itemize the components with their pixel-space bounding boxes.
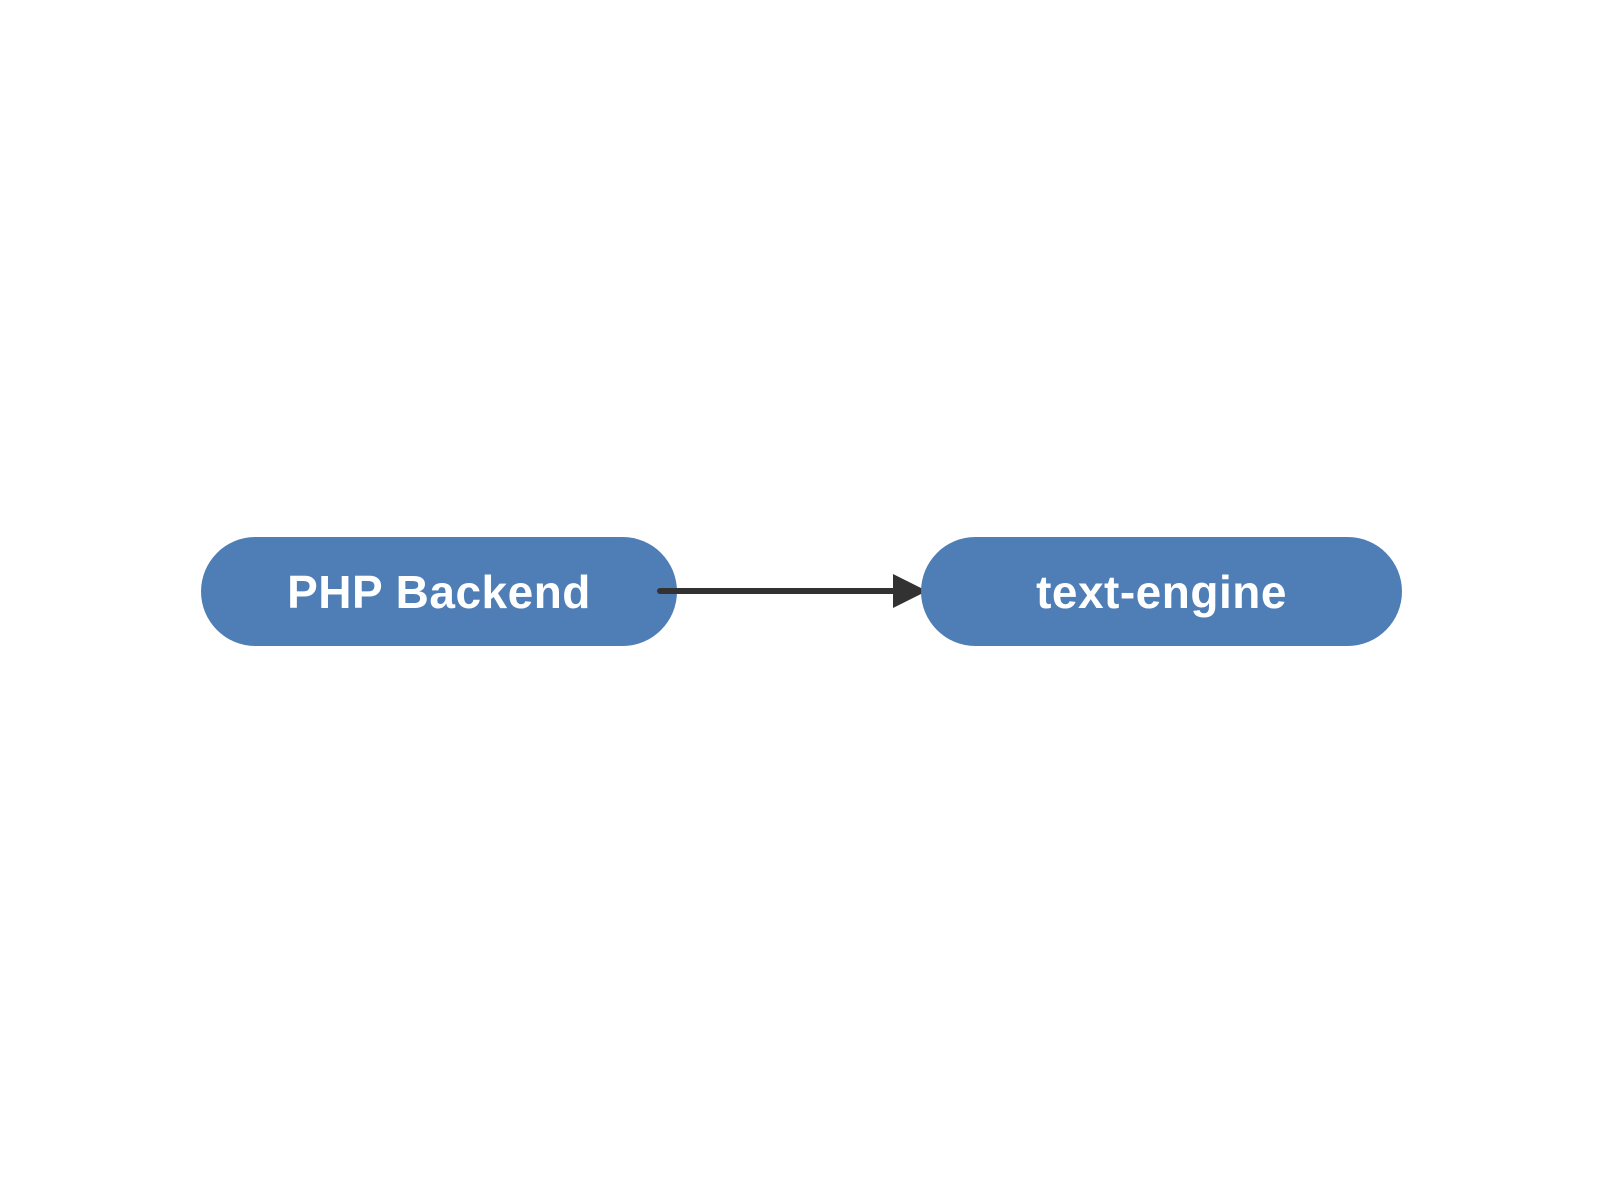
node-php-backend-label: PHP Backend xyxy=(287,565,591,618)
node-text-engine-label: text-engine xyxy=(1036,565,1287,618)
node-text-engine[interactable]: text-engine xyxy=(921,537,1402,646)
node-php-backend[interactable]: PHP Backend xyxy=(201,537,677,646)
edge-arrowhead-icon xyxy=(893,574,927,608)
edge-arrow xyxy=(657,574,927,608)
